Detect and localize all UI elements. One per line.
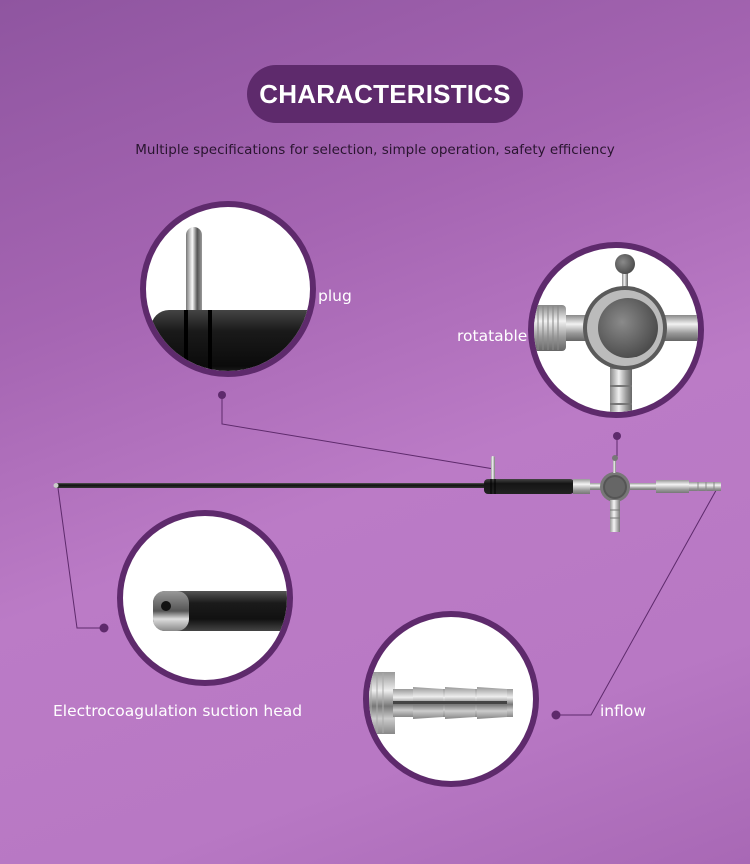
section-title: CHARACTERISTICS [259, 78, 511, 109]
rotatable-label: rotatable [457, 327, 528, 345]
suction-tip-closeup-icon [117, 510, 293, 686]
section-subtitle: Multiple specifications for selection, s… [135, 142, 615, 158]
rotatable-valve-closeup-icon [528, 242, 704, 418]
plug-label: plug [318, 287, 352, 305]
inflow-label: inflow [600, 702, 647, 720]
inflow-barb-closeup-icon [363, 611, 539, 787]
section-title-pill: CHARACTERISTICS [247, 65, 523, 123]
suction-head-label: Electrocoagulation suction head [53, 702, 303, 720]
plug-closeup-icon [140, 201, 316, 377]
